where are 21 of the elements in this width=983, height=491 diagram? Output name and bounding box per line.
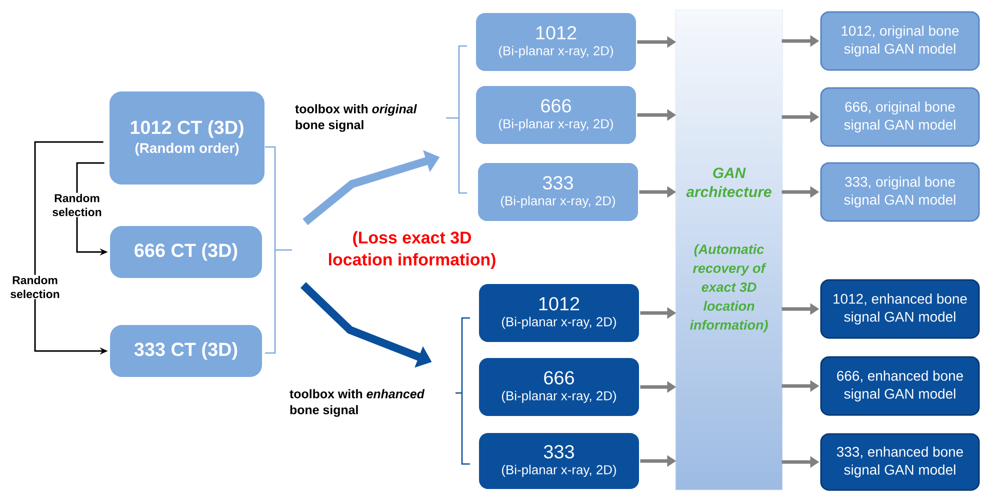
model-box: 1012, enhanced bone signal GAN model: [820, 279, 980, 339]
projection-box: 1012 (Bi-planar x-ray, 2D): [476, 13, 636, 71]
ct-box: 666 CT (3D): [110, 226, 262, 278]
ct-box: 1012 CT (3D) (Random order): [110, 92, 264, 184]
ct-box: 333 CT (3D): [110, 325, 262, 377]
edge-label: Random selection: [41, 192, 113, 218]
projection-box: 333 (Bi-planar x-ray, 2D): [478, 163, 638, 221]
model-box: 666, enhanced bone signal GAN model: [820, 356, 980, 416]
edge-label: toolbox with original bone signal: [294, 103, 446, 133]
projection-box: 666 (Bi-planar x-ray, 2D): [479, 358, 639, 416]
edge-label: toolbox with enhanced bone signal: [288, 388, 456, 418]
model-box: 333, enhanced bone signal GAN model: [820, 433, 980, 491]
architecture-band: GAN architecture (Automatic recovery of exact 3D location information): [675, 10, 783, 490]
projection-box: 666 (Bi-planar x-ray, 2D): [476, 86, 636, 144]
note-text: (Loss exact 3D location information): [328, 231, 496, 269]
model-box: 1012, original bone signal GAN model: [820, 11, 980, 71]
model-box: 666, original bone signal GAN model: [820, 87, 980, 147]
projection-box: 1012 (Bi-planar x-ray, 2D): [479, 284, 639, 342]
edge-label: Random selection: [1, 274, 69, 300]
model-box: 333, original bone signal GAN model: [820, 162, 980, 222]
projection-box: 333 (Bi-planar x-ray, 2D): [479, 433, 639, 489]
